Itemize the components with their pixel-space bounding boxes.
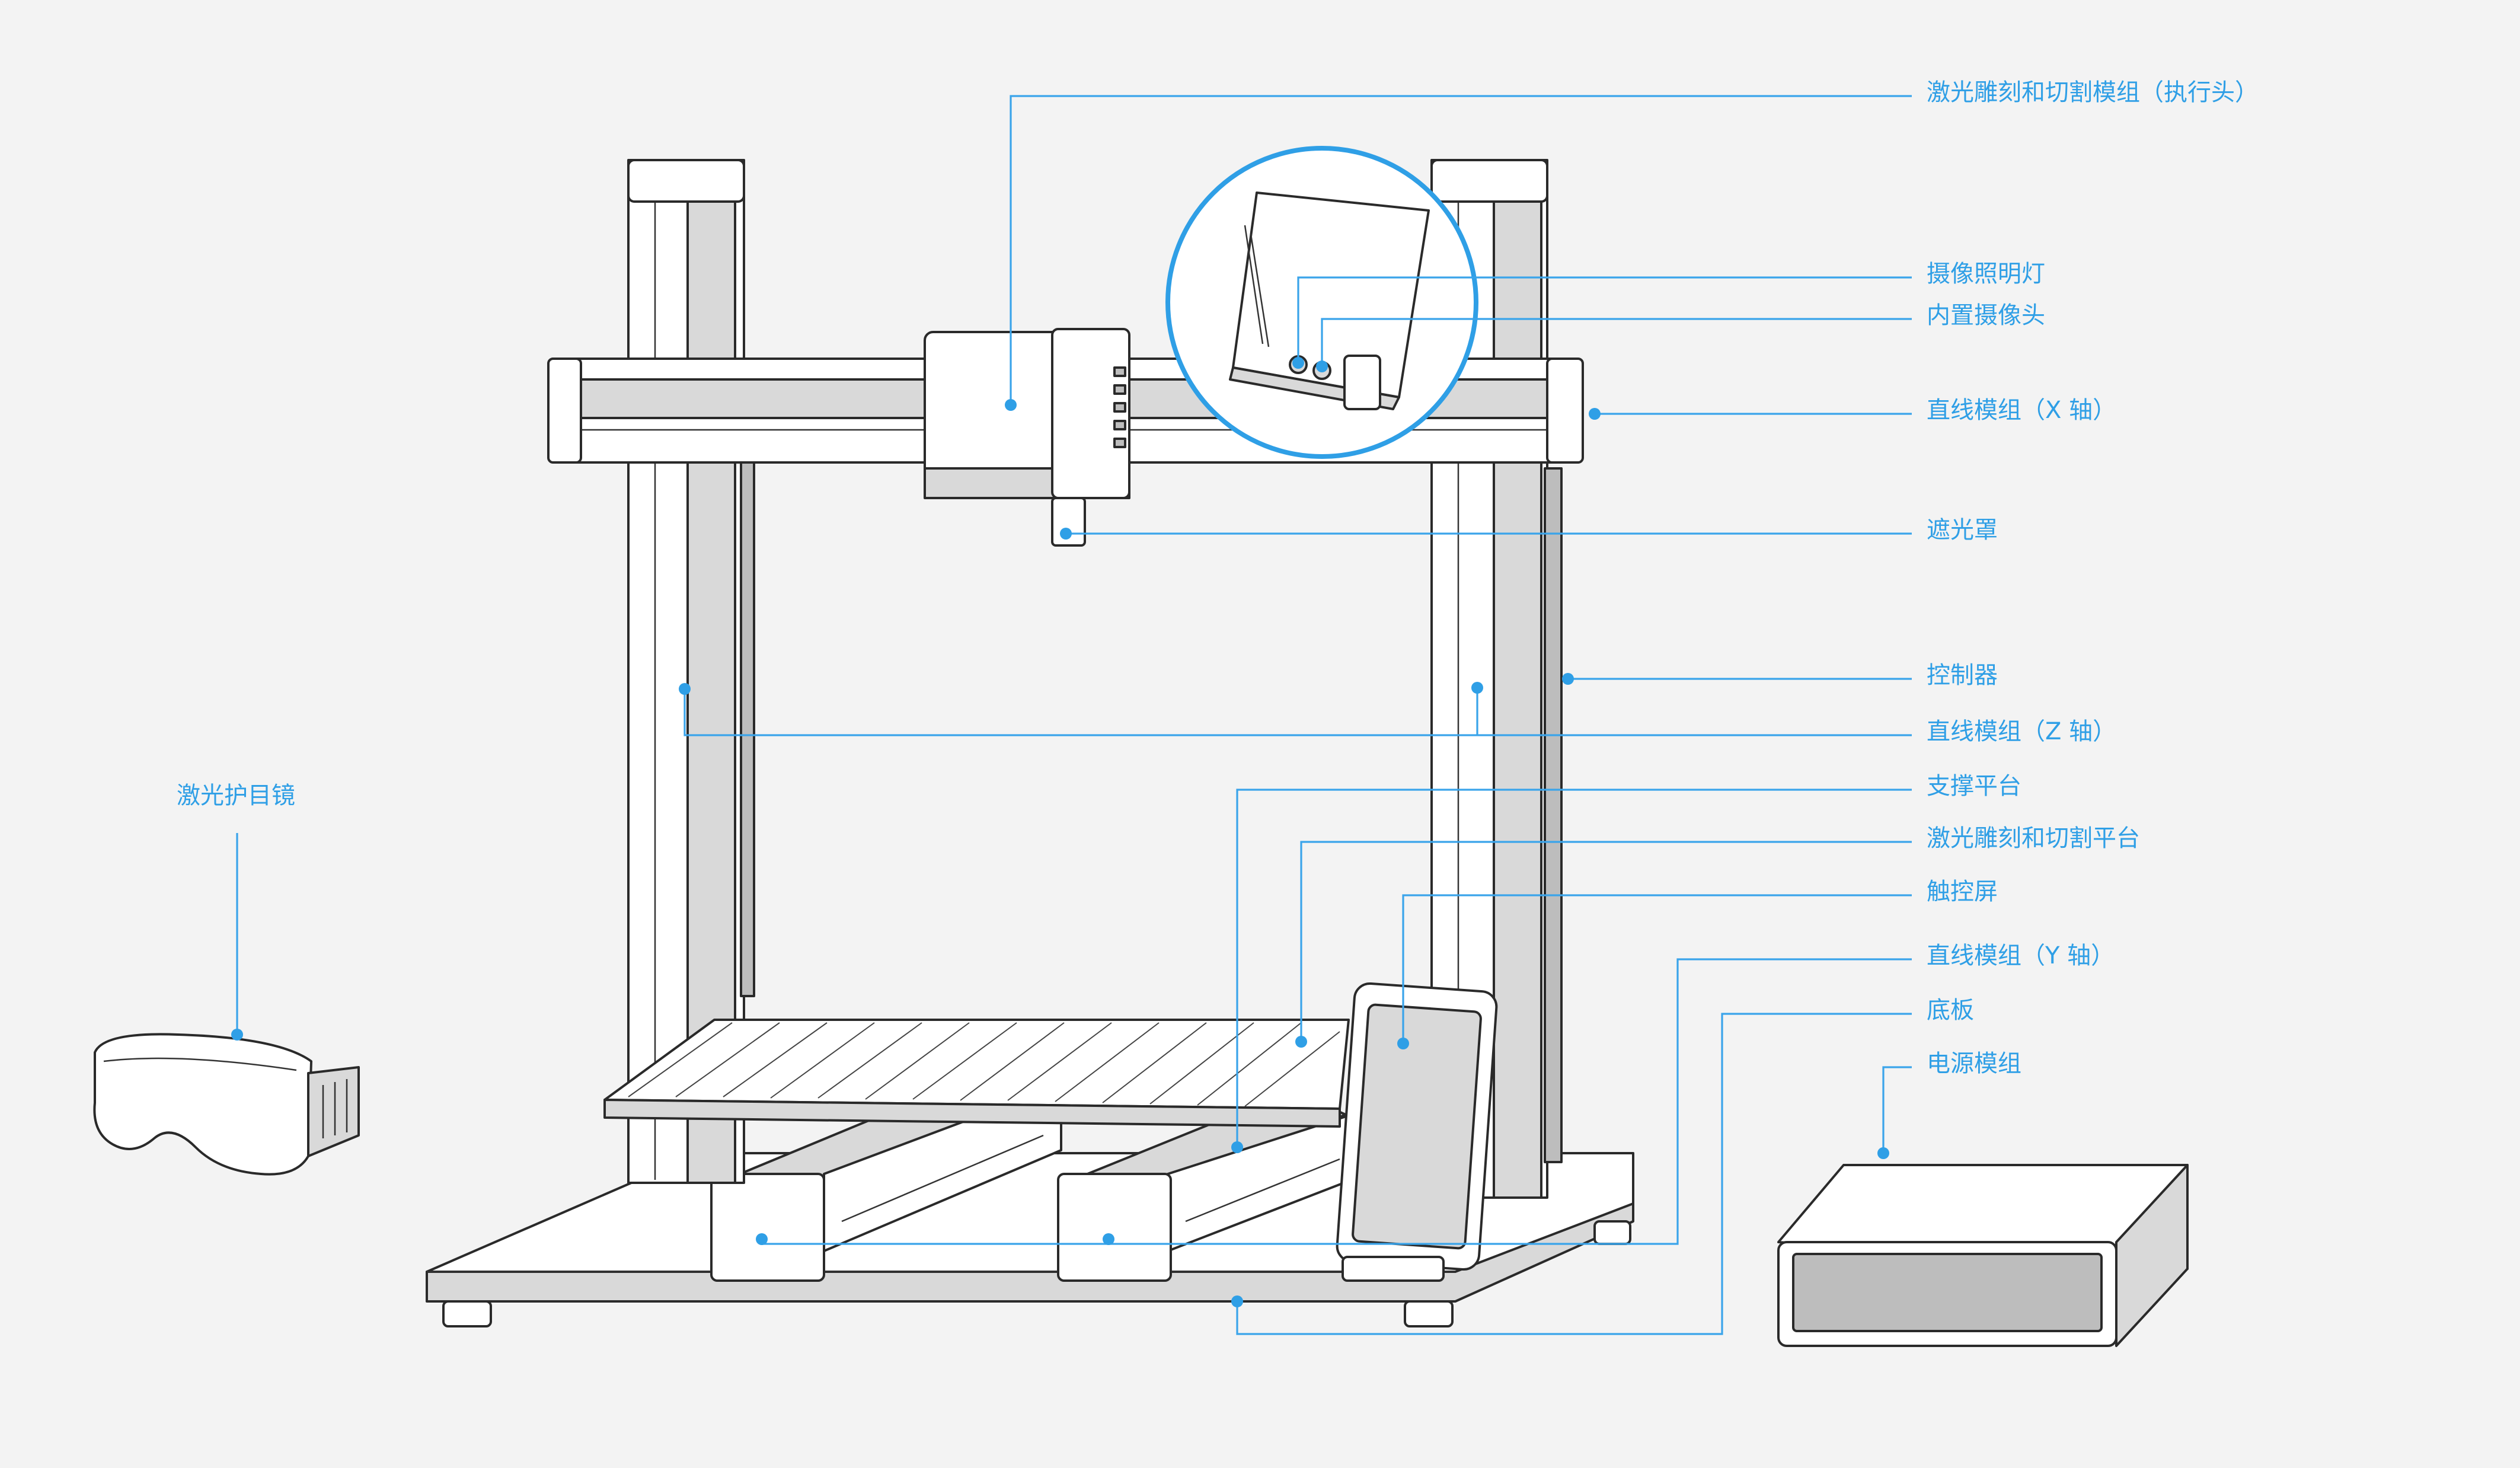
label-linear-x: 直线模组（X 轴） [1927,397,2117,424]
leader-dots [231,357,1889,1307]
touchscreen-drawing [1336,982,1498,1282]
label-light-shield: 遮光罩 [1927,516,1998,544]
label-support-platform: 支撑平台 [1927,773,2021,800]
camera-detail-callout [1165,146,1478,459]
label-linear-y: 直线模组（Y 轴） [1927,942,2115,969]
label-base-plate: 底板 [1927,997,1974,1024]
label-touchscreen: 触控屏 [1927,878,1998,905]
power-module-drawing [1777,1164,2189,1347]
goggles-drawing [93,1033,360,1176]
laser-platform-drawing [603,1019,1350,1128]
label-controller: 控制器 [1927,662,1998,689]
leader-lines [236,95,1912,1335]
label-power-module: 电源模组 [1927,1050,2021,1077]
label-laser-platform: 激光雕刻和切割平台 [1927,825,2140,852]
label-goggles: 激光护目镜 [177,782,295,809]
label-linear-z: 直线模组（Z 轴） [1927,718,2117,745]
label-builtin-camera: 内置摄像头 [1927,302,2045,329]
laser-head-drawing [924,328,1130,547]
controller-drawing [1544,467,1563,1163]
label-laser-module: 激光雕刻和切割模组（执行头） [1927,79,2259,106]
label-camera-light: 摄像照明灯 [1927,260,2045,288]
